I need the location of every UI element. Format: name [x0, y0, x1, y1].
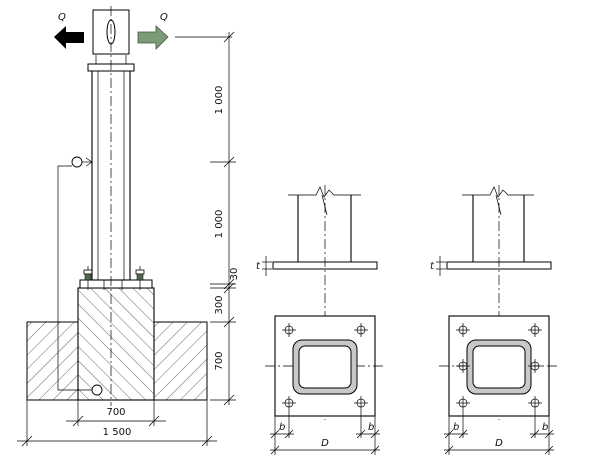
side-view: Q Q 1 0: [17, 6, 240, 447]
horizontal-dimensions: 700 1 500: [17, 400, 217, 447]
detail1-b-right: b: [368, 422, 374, 433]
detail2-D-label: D: [495, 438, 503, 449]
dim-30: 30: [229, 268, 240, 281]
dim-300: 300: [214, 295, 225, 314]
base-plate-detail-2: t b b D: [430, 185, 560, 455]
detail1-t-label: t: [256, 261, 261, 272]
measurement-line: [57, 156, 103, 396]
detail2-b-right: b: [542, 422, 548, 433]
detail1-D-label: D: [321, 438, 329, 449]
bolt-holes-1: [282, 323, 368, 410]
force-label-left: Q: [58, 12, 66, 23]
vertical-dimensions: 1 000 1 000 30 300 700: [210, 31, 240, 406]
detail2-t-label: t: [430, 261, 435, 272]
dim-1500: 1 500: [103, 427, 132, 438]
dim-1000-mid: 1 000: [214, 210, 225, 239]
base-plate-detail-1: t b b D: [256, 185, 386, 455]
detail2-b-left: b: [453, 422, 459, 433]
arrow-left-icon: [54, 26, 84, 49]
base-plate-side: [79, 279, 153, 289]
dim-1000-top: 1 000: [214, 86, 225, 115]
bolt-holes-2: [456, 323, 542, 410]
dim-700-horizontal: 700: [106, 407, 125, 418]
detail1-b-left: b: [279, 422, 285, 433]
arrow-right-icon: [137, 25, 169, 50]
force-label-right: Q: [160, 12, 168, 23]
dim-700-vertical: 700: [214, 351, 225, 370]
